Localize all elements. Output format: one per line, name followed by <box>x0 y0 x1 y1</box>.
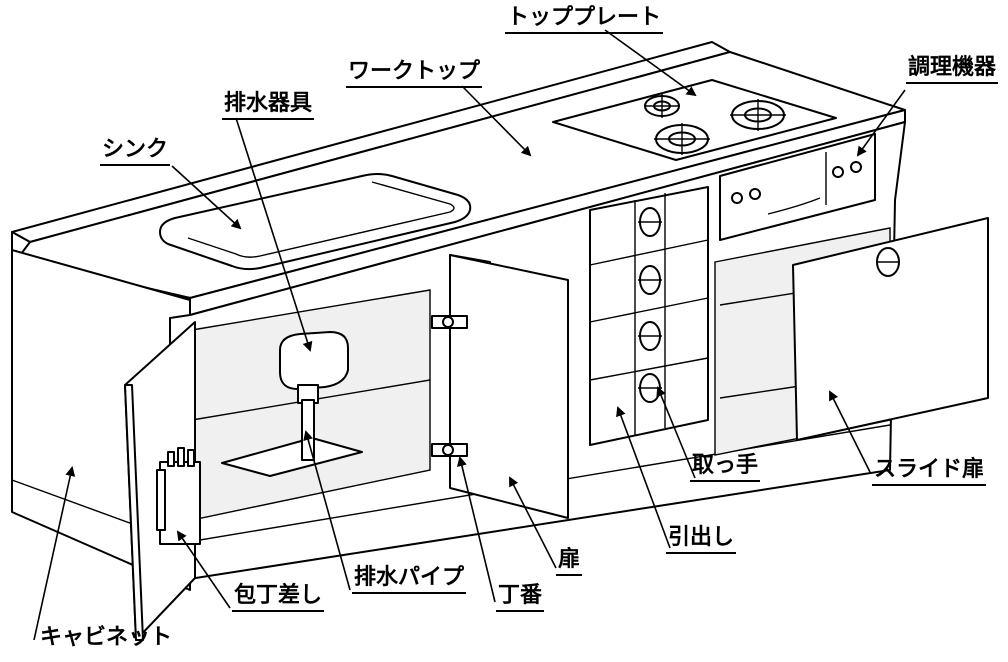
left-door-shape <box>124 321 201 641</box>
drawer-stack-shape <box>589 186 709 446</box>
label-drain-pipe: 排水パイプ <box>352 566 467 594</box>
label-knife-holder: 包丁差し <box>232 584 325 612</box>
top-plate-shape <box>552 79 837 161</box>
sink-shape <box>159 173 472 271</box>
label-cooking-appliance: 調理機器 <box>906 56 999 84</box>
label-worktop: ワークトップ <box>346 60 483 88</box>
label-hinge: 丁番 <box>496 584 545 612</box>
label-handle: 取っ手 <box>690 454 761 482</box>
label-slide-door: スライド扉 <box>872 458 987 486</box>
drain-shape <box>279 331 349 461</box>
center-door-shape <box>431 254 569 519</box>
label-drain-fitting: 排水器具 <box>222 92 315 120</box>
label-drawer: 引出し <box>666 526 737 554</box>
label-top-plate: トッププレート <box>505 6 664 34</box>
label-cabinet: キャビネット <box>40 625 173 650</box>
slide-door-shape <box>792 217 989 441</box>
leader-lines <box>33 29 906 641</box>
label-door: 扉 <box>556 548 583 576</box>
label-sink: シンク <box>100 138 171 166</box>
